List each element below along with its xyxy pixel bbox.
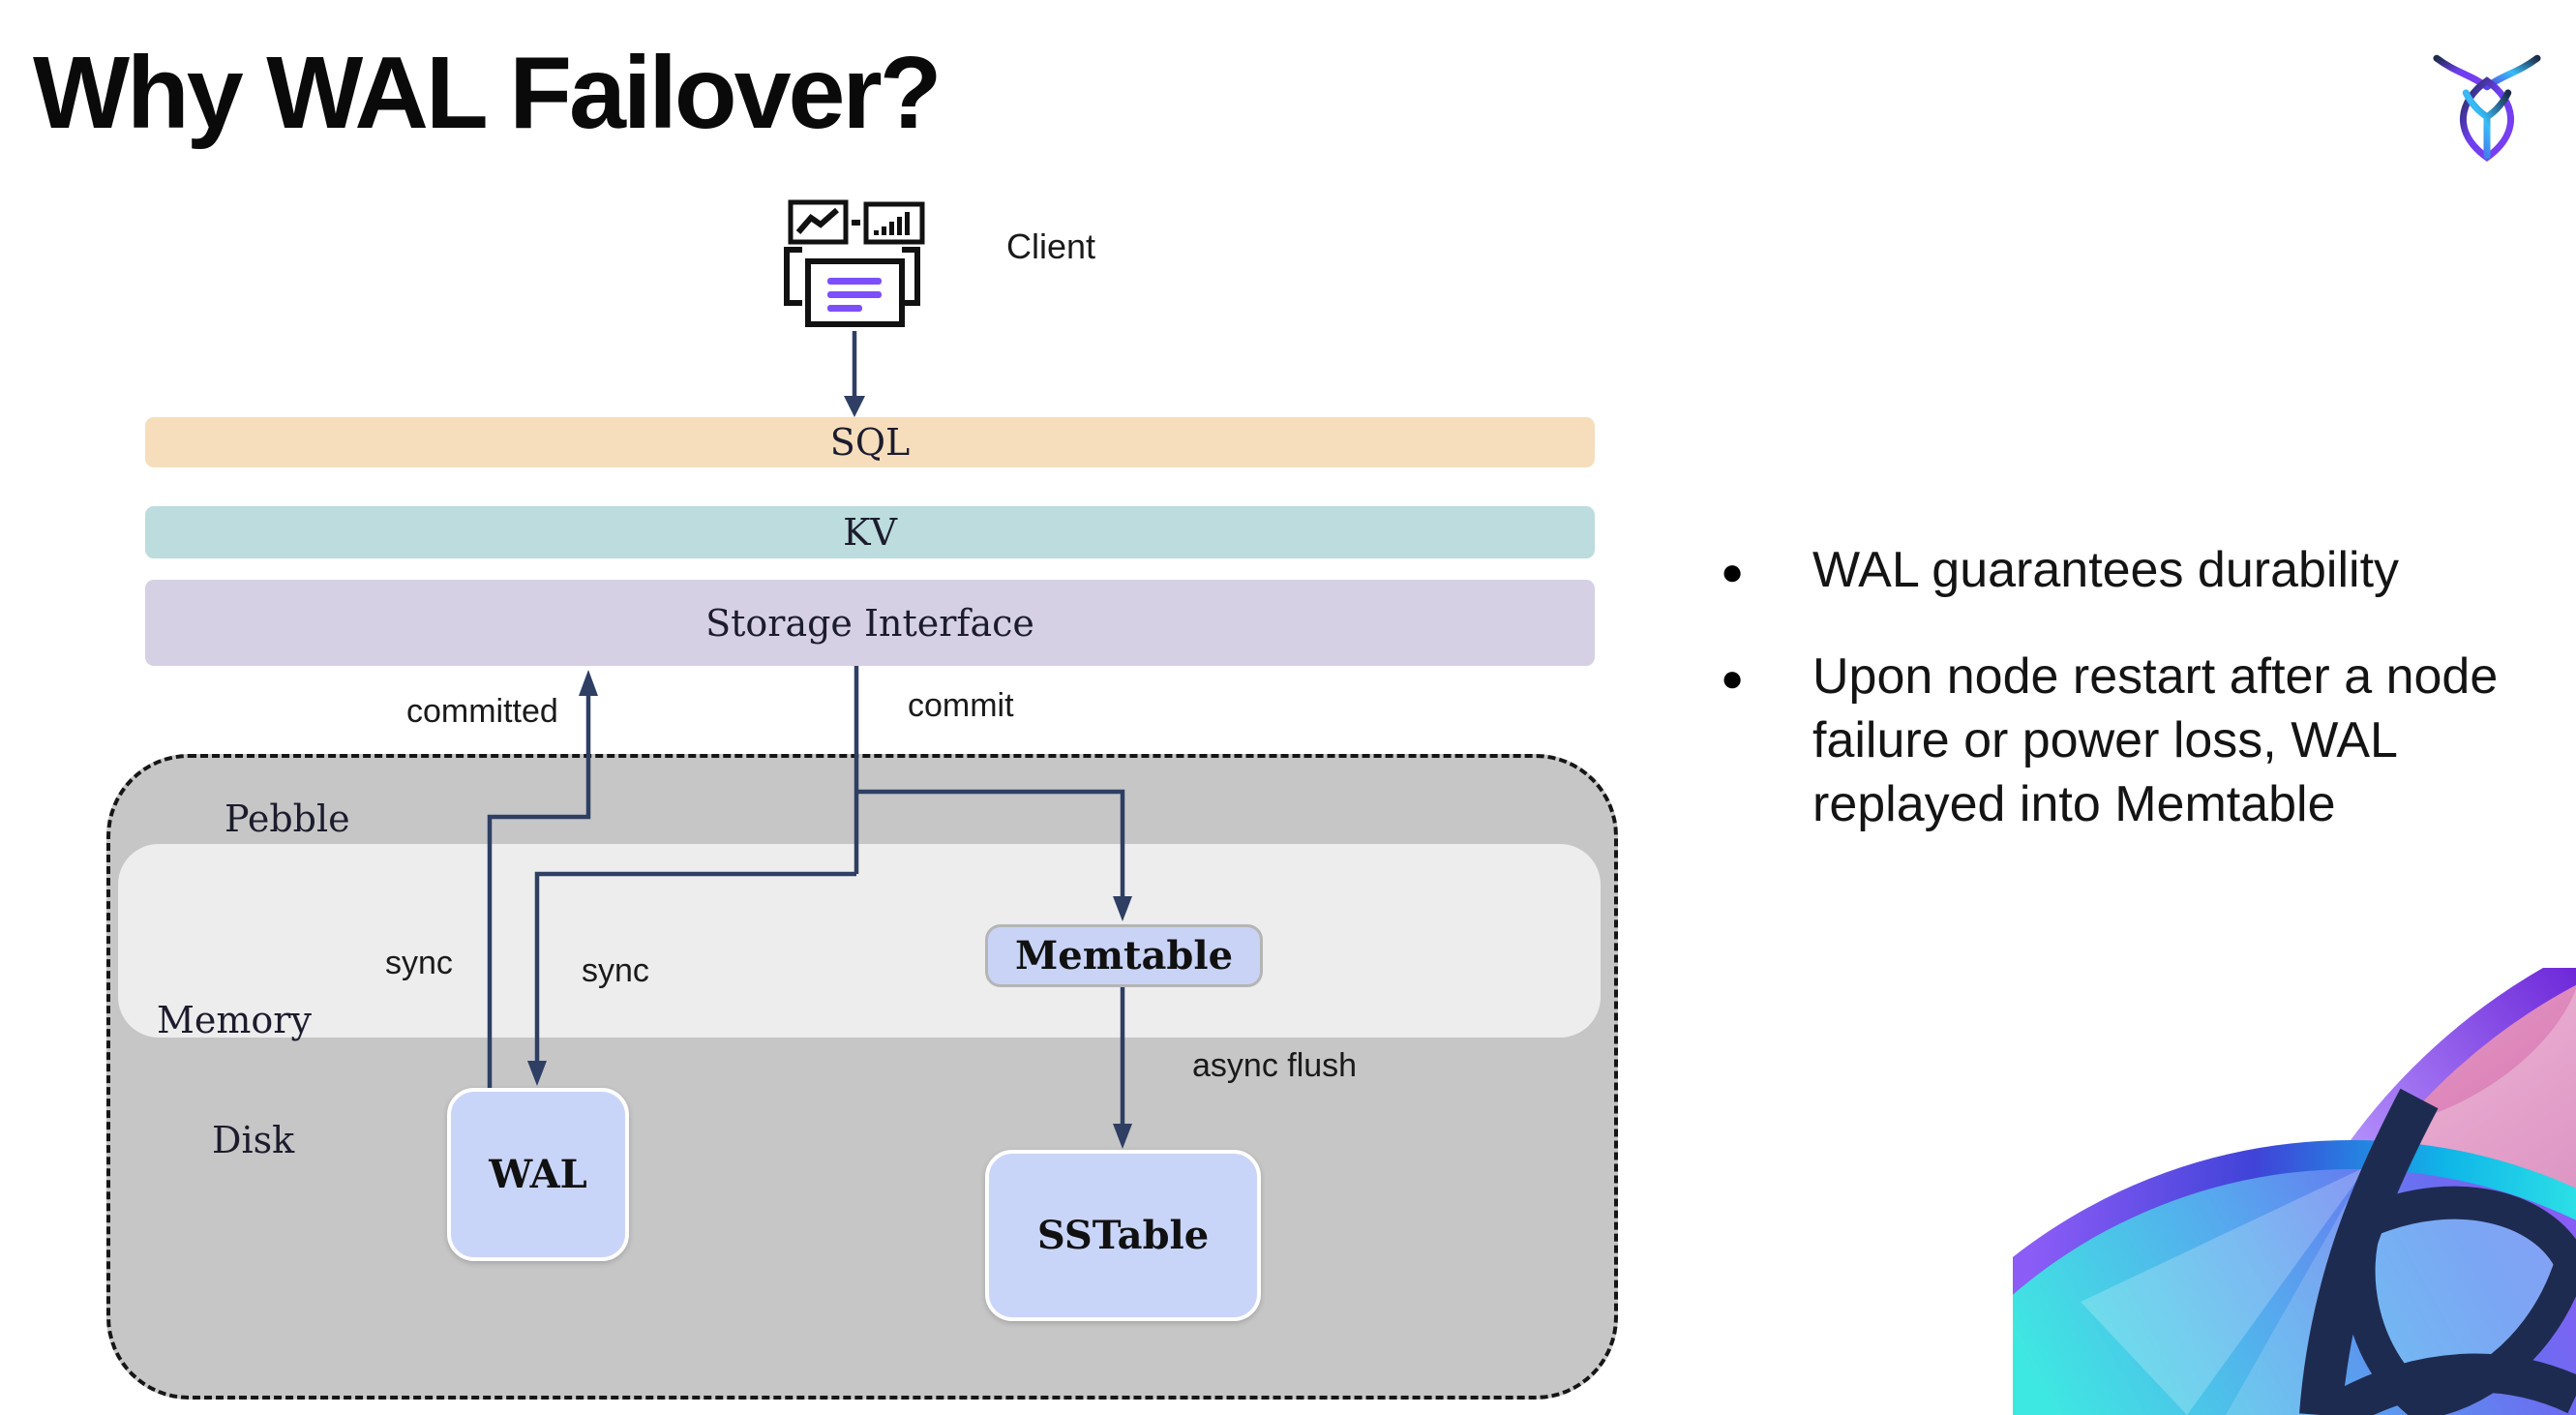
page-title: Why WAL Failover? (33, 36, 942, 150)
cockroachdb-logo-icon (2433, 54, 2541, 162)
memory-label: Memory (157, 999, 312, 1041)
bullet-list: ● WAL guarantees durability ● Upon node … (1713, 538, 2564, 879)
layer-kv: KV (145, 506, 1595, 558)
brand-decoration (2013, 968, 2576, 1415)
edge-label-sync-left: sync (385, 945, 453, 981)
memory-band (118, 844, 1601, 1038)
client-label: Client (1006, 226, 1096, 266)
node-memtable-label: Memtable (1014, 933, 1234, 978)
bullet-item: ● WAL guarantees durability (1713, 538, 2564, 602)
disk-label: Disk (212, 1119, 295, 1161)
node-wal-label: WAL (489, 1152, 587, 1197)
bullet-text: WAL guarantees durability (1812, 542, 2400, 598)
bullet-text: Upon node restart after a node failure o… (1812, 648, 2499, 832)
node-wal: WAL (447, 1088, 629, 1261)
arrowhead-committed (579, 670, 598, 696)
dash-icon (852, 220, 860, 226)
bullet-marker-icon: ● (1721, 657, 1745, 700)
arrowhead-commit-memtable (1113, 896, 1132, 921)
arrowhead-client-sql (844, 396, 865, 417)
diagram-arrows (487, 331, 1132, 1149)
pebble-label: Pebble (225, 798, 350, 840)
layer-storage-label: Storage Interface (705, 601, 1034, 645)
edge-label-sync-right: sync (582, 952, 649, 989)
arrowhead-sync-wal (527, 1061, 547, 1086)
layer-sql-label: SQL (829, 421, 911, 464)
node-sstable-label: SSTable (1036, 1213, 1210, 1258)
arrowhead-async-flush (1113, 1124, 1132, 1149)
bullet-item: ● Upon node restart after a node failure… (1713, 645, 2564, 836)
bullet-marker-icon: ● (1721, 551, 1745, 593)
layer-sql: SQL (145, 417, 1595, 467)
node-sstable: SSTable (985, 1150, 1261, 1321)
client-icon (784, 199, 925, 327)
layer-storage-interface: Storage Interface (145, 580, 1595, 666)
edge-label-committed: committed (406, 693, 558, 730)
edge-label-async-flush: async flush (1192, 1047, 1358, 1084)
layer-kv-label: KV (843, 511, 897, 554)
edge-label-commit: commit (908, 687, 1014, 724)
node-memtable: Memtable (985, 924, 1263, 987)
